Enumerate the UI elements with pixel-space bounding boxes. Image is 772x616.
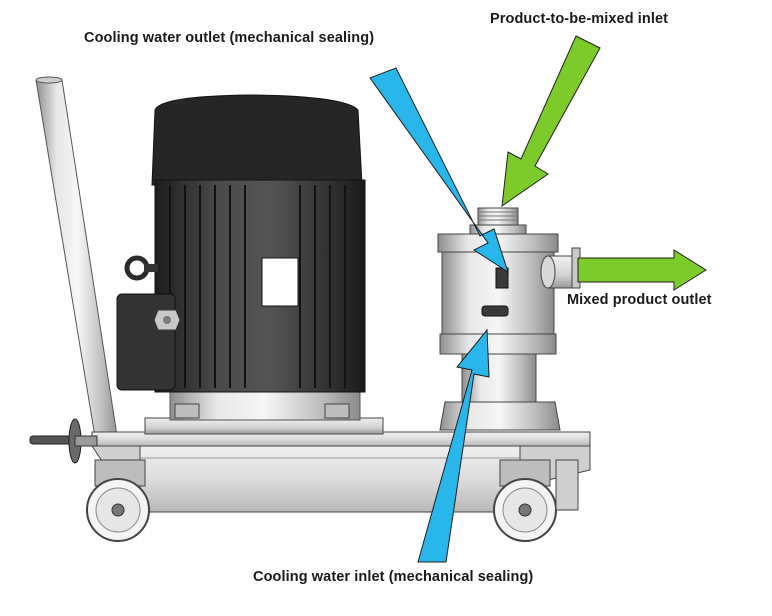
mixer-head <box>437 207 581 431</box>
cooling-water-outlet-label: Cooling water outlet (mechanical sealing… <box>84 30 375 46</box>
handwheel <box>29 418 98 464</box>
cooling-water-inlet-label: Cooling water inlet (mechanical sealing) <box>253 569 534 585</box>
right-wheel <box>493 459 579 542</box>
mixed-outlet-arrow <box>577 249 707 291</box>
trolley-handle <box>35 76 121 456</box>
electric-motor <box>124 94 366 419</box>
left-wheel <box>86 459 150 542</box>
cooling-inlet-arrow <box>417 328 490 563</box>
nameplate <box>261 257 299 307</box>
product-inlet-arrow <box>501 35 601 208</box>
mixed-product-outlet-label: Mixed product outlet <box>567 292 712 308</box>
cooling-outlet-arrow <box>369 67 509 274</box>
terminal-box <box>116 293 181 391</box>
product-inlet-label: Product-to-be-mixed inlet <box>490 11 669 27</box>
